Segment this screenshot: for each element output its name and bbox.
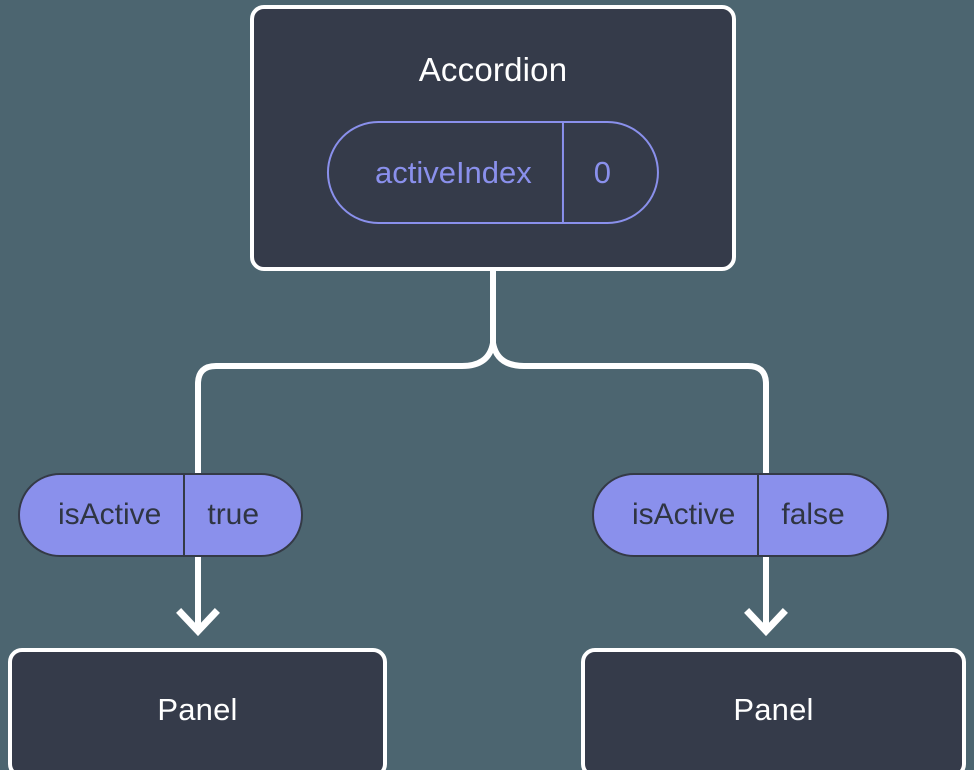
arrowhead-right-icon [744, 608, 788, 637]
prop-value: false [781, 498, 845, 531]
component-title: Panel [157, 692, 238, 727]
connector-fork-right [490, 340, 769, 481]
component-title: Accordion [418, 51, 568, 88]
component-title: Panel [733, 692, 814, 727]
prop-value: true [207, 498, 260, 531]
connector-fork-left [195, 340, 496, 481]
prop-divider [183, 475, 186, 555]
prop-key: isActive [58, 498, 162, 531]
prop-key: isActive [632, 498, 736, 531]
prop-divider [757, 475, 760, 555]
arrowhead-left-icon [176, 608, 220, 637]
prop-value: 0 [593, 154, 612, 190]
prop-divider [561, 123, 564, 222]
prop-pill-isactive-true[interactable]: isActive true [18, 473, 304, 557]
prop-key: activeIndex [374, 154, 532, 190]
component-node-accordion[interactable]: Accordion activeIndex 0 [250, 5, 736, 271]
component-node-panel-right[interactable]: Panel [581, 648, 966, 770]
prop-pill-activeindex[interactable]: activeIndex 0 [326, 121, 660, 224]
prop-pill-isactive-false[interactable]: isActive false [592, 473, 889, 557]
component-node-panel-left[interactable]: Panel [8, 648, 387, 770]
